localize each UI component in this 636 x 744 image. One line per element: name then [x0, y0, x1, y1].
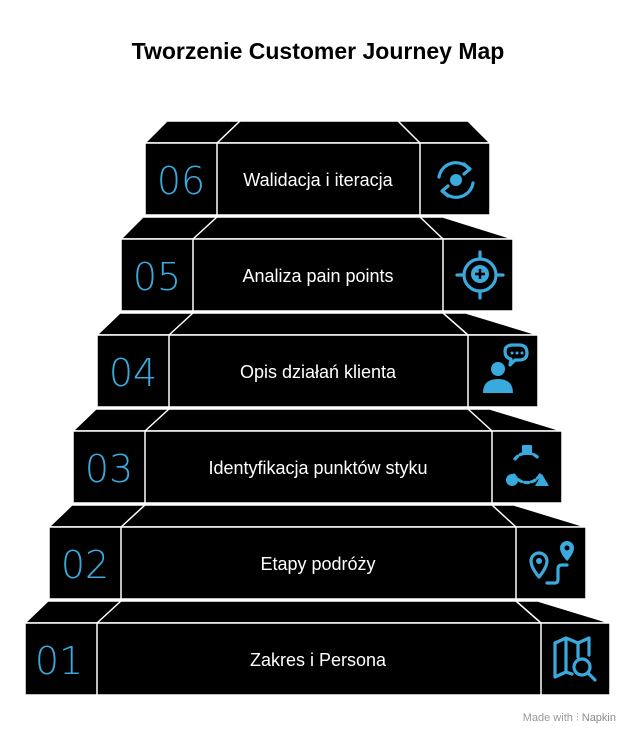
step-label: Walidacja i iteracja [243, 170, 393, 190]
step-05: 05 Analiza pain points [119, 216, 514, 312]
step-06: 06 Walidacja i iteracja [143, 120, 492, 216]
step-label: Etapy podróży [260, 554, 375, 574]
step-03: 03 Identyfikacja punktów styku [71, 408, 563, 504]
touchpoints-cycle-icon [506, 445, 549, 486]
map-search-icon [553, 636, 597, 682]
made-with-label: Made with [522, 712, 573, 724]
step-label: Analiza pain points [242, 266, 393, 286]
step-02: 02 Etapy podróży [47, 504, 587, 600]
brand-name: Napkin [581, 712, 616, 724]
route-pins-icon [529, 541, 574, 585]
step-01: 01 Zakres i Persona [23, 600, 611, 696]
step-number: 01 [35, 639, 83, 683]
step-label: Identyfikacja punktów styku [208, 458, 427, 478]
step-label: Opis działań klienta [240, 362, 397, 382]
step-number: 06 [157, 159, 205, 203]
made-with-footer: Made with ⫶ Napkin [523, 712, 616, 725]
napkin-logo-icon: ⫶ [575, 712, 579, 724]
step-label: Zakres i Persona [250, 650, 387, 670]
step-number: 05 [133, 255, 181, 299]
refresh-target-icon [437, 161, 475, 199]
step-number: 02 [61, 543, 109, 587]
diagram-title: Tworzenie Customer Journey Map [131, 38, 505, 64]
step-number: 03 [85, 447, 133, 491]
step-04: 04 Opis działań klienta [95, 312, 539, 408]
target-face-icon [455, 250, 505, 300]
person-speech-icon [483, 343, 529, 393]
step-number: 04 [109, 351, 157, 395]
